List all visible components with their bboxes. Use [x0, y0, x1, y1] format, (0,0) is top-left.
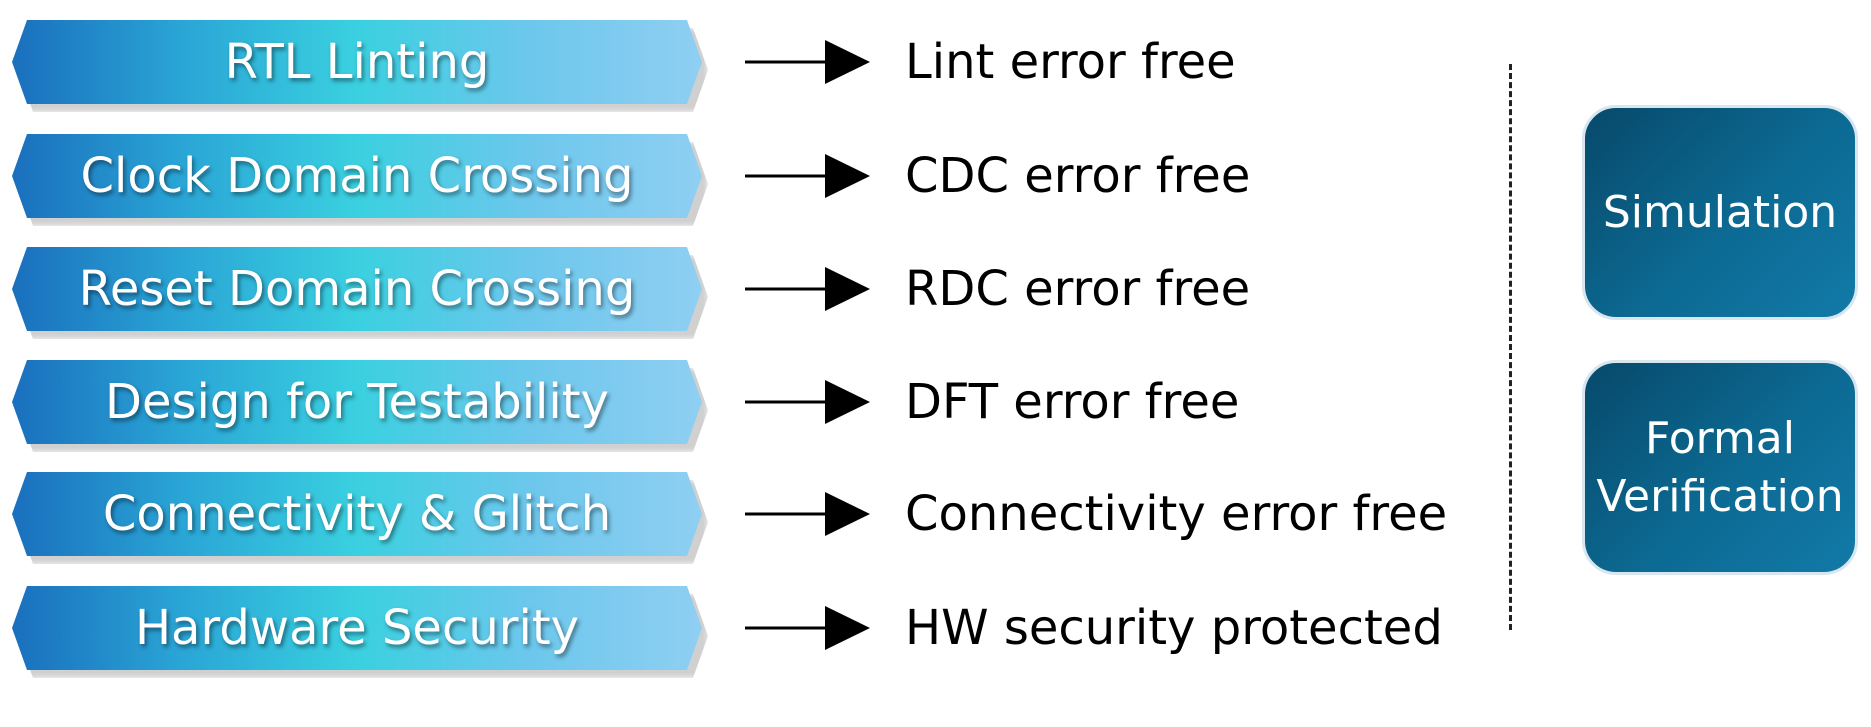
step-label-box: Hardware Security: [12, 586, 702, 670]
method-box-formal-verification: Formal Verification: [1582, 360, 1858, 575]
step-result: DFT error free: [905, 374, 1240, 430]
step-row-dft: Design for Testability DFT error free: [0, 352, 1520, 452]
right-arrow-icon: [745, 267, 870, 311]
step-label: RTL Linting: [224, 34, 490, 90]
step-label-box: Design for Testability: [12, 360, 702, 444]
method-label: Formal Verification: [1596, 413, 1844, 522]
method-label: Simulation: [1602, 186, 1838, 238]
step-result: Connectivity error free: [905, 486, 1448, 542]
right-arrow-icon: [745, 606, 870, 650]
step-result: RDC error free: [905, 261, 1251, 317]
step-result: HW security protected: [905, 600, 1443, 656]
step-label: Design for Testability: [105, 374, 609, 430]
step-label: Reset Domain Crossing: [78, 261, 636, 317]
step-label-box: RTL Linting: [12, 20, 702, 104]
step-row-rtl-linting: RTL Linting Lint error free: [0, 12, 1520, 112]
right-arrow-icon: [745, 40, 870, 84]
method-box-simulation: Simulation: [1582, 105, 1858, 320]
step-row-cdc: Clock Domain Crossing CDC error free: [0, 126, 1520, 226]
right-arrow-icon: [745, 380, 870, 424]
dashed-divider: [1509, 64, 1512, 630]
step-result: Lint error free: [905, 34, 1236, 90]
right-arrow-icon: [745, 154, 870, 198]
step-result: CDC error free: [905, 148, 1251, 204]
step-label-box: Clock Domain Crossing: [12, 134, 702, 218]
step-label: Connectivity & Glitch: [102, 486, 612, 542]
step-row-hw-security: Hardware Security HW security protected: [0, 578, 1520, 678]
step-label: Clock Domain Crossing: [80, 148, 634, 204]
step-label-box: Connectivity & Glitch: [12, 472, 702, 556]
right-arrow-icon: [745, 492, 870, 536]
step-label-box: Reset Domain Crossing: [12, 247, 702, 331]
step-row-rdc: Reset Domain Crossing RDC error free: [0, 239, 1520, 339]
step-label: Hardware Security: [134, 600, 580, 656]
step-row-connectivity: Connectivity & Glitch Connectivity error…: [0, 464, 1520, 564]
